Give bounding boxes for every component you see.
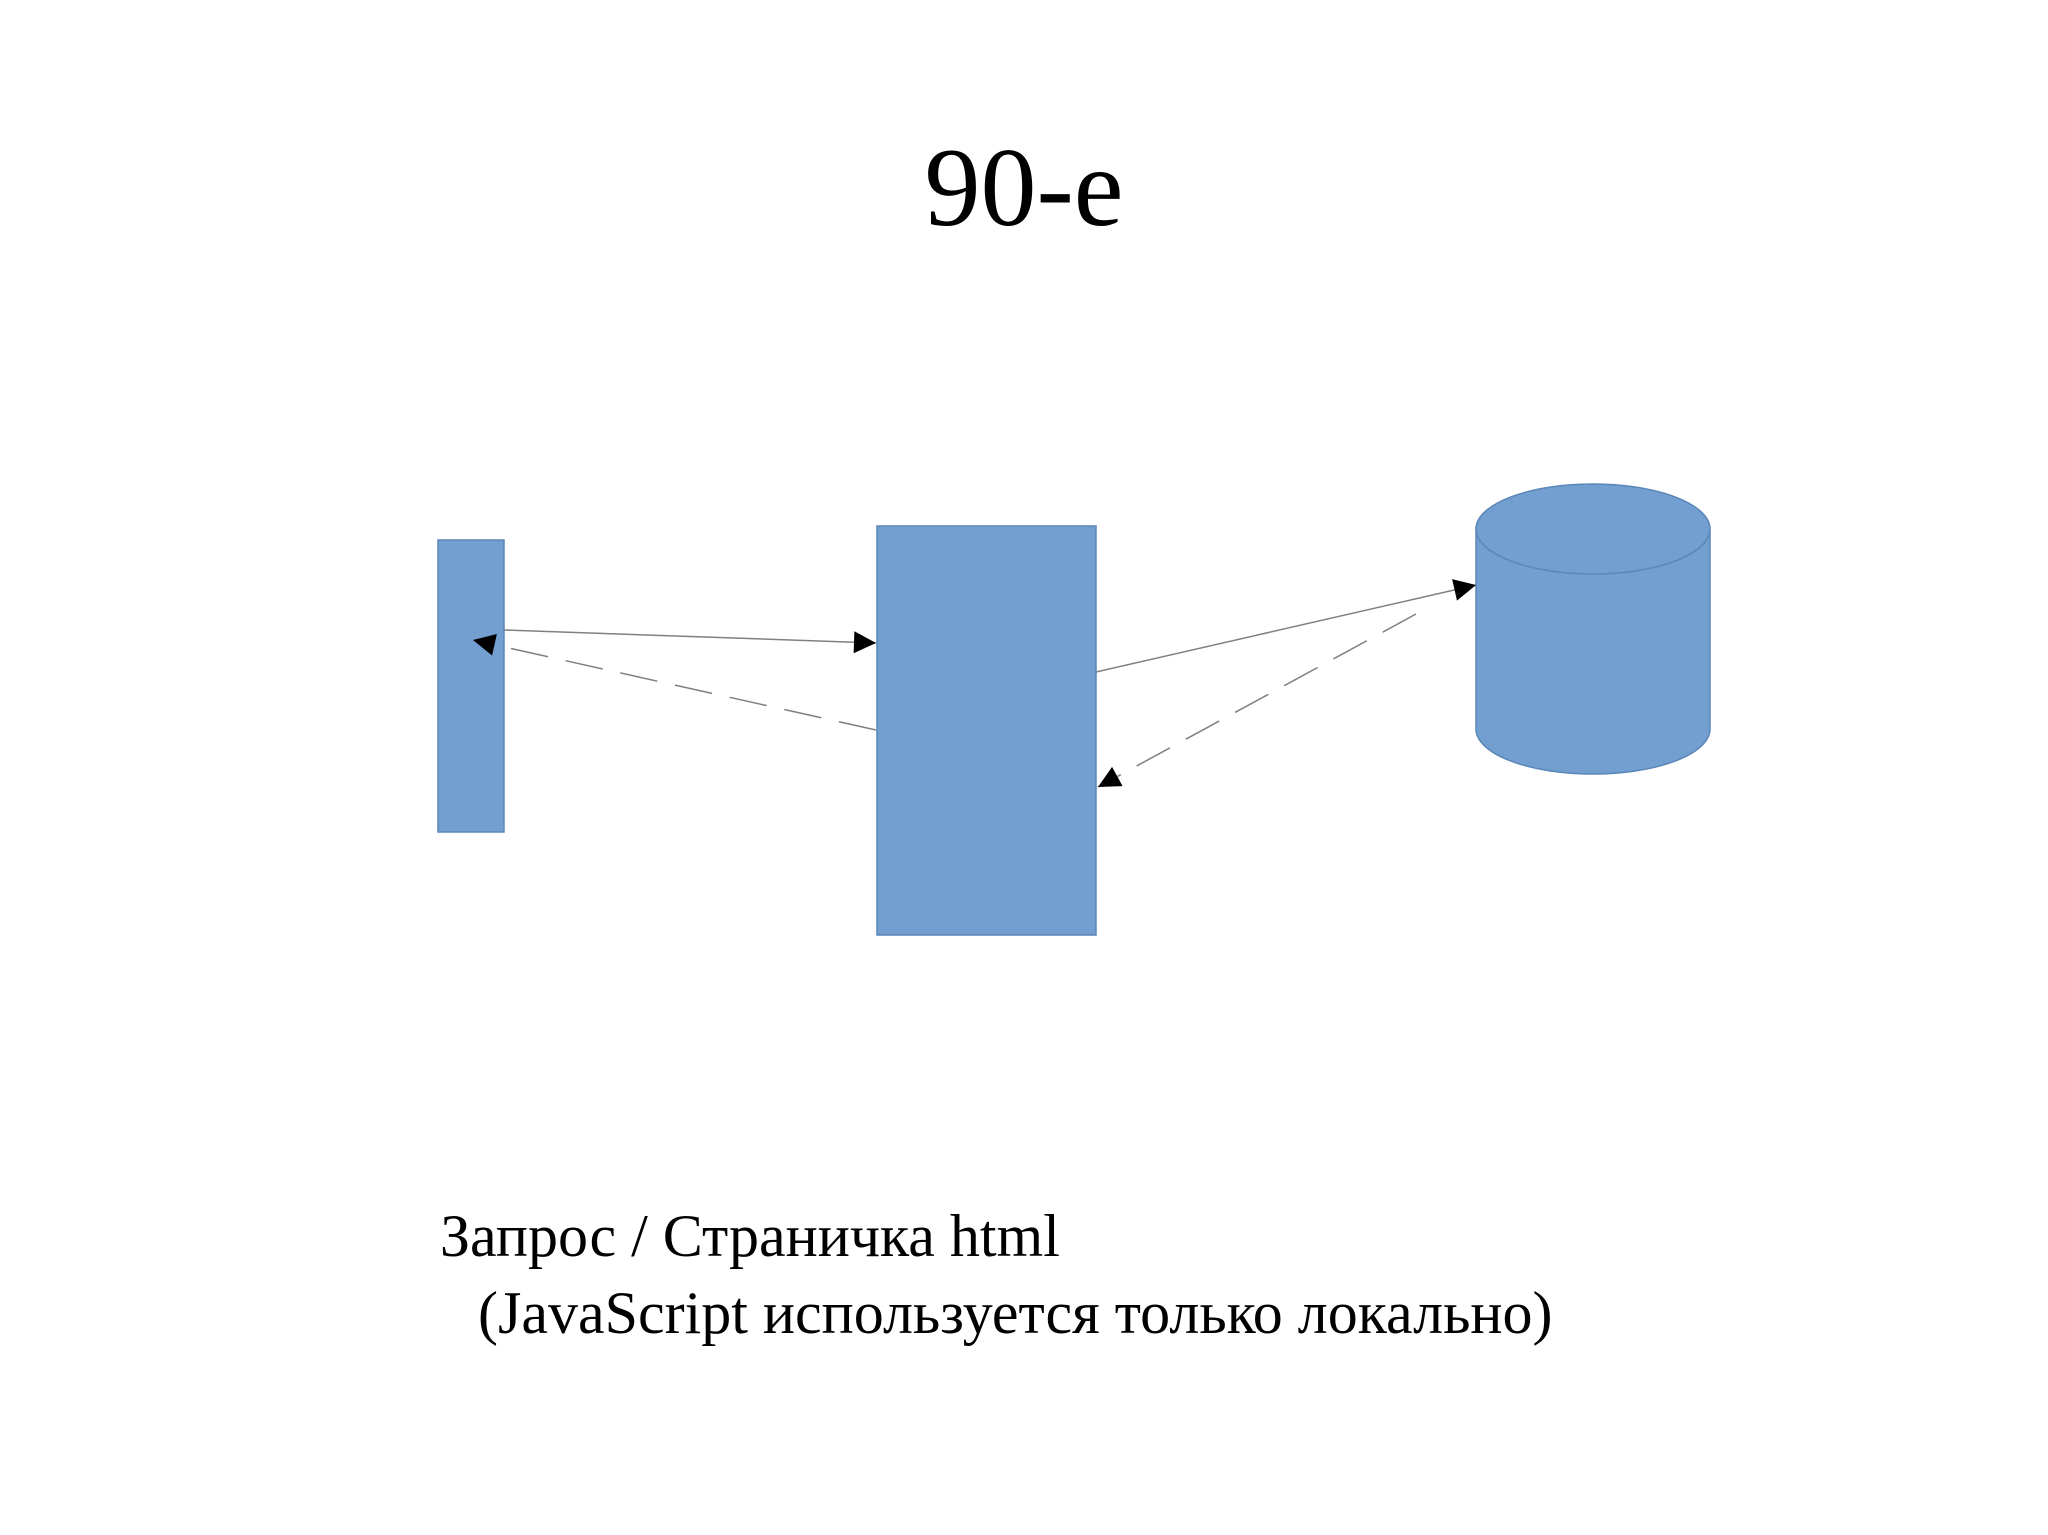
slide-title: 90-е (924, 126, 1124, 250)
response-arrow-server-to-client (472, 634, 877, 731)
request-arrow-client-to-server (503, 629, 877, 654)
diagram-caption: Запрос / Страничка html (JavaScript испо… (440, 1198, 1553, 1352)
result-arrow-database-to-server (1097, 613, 1417, 788)
client-box (437, 539, 505, 833)
caption-line-request-page: Запрос / Страничка html (440, 1203, 1060, 1269)
caption-line-javascript-note: (JavaScript используется только локально… (478, 1280, 1553, 1346)
server-box (876, 525, 1097, 936)
database-cylinder (1475, 483, 1711, 775)
query-arrow-server-to-database (1095, 579, 1477, 673)
